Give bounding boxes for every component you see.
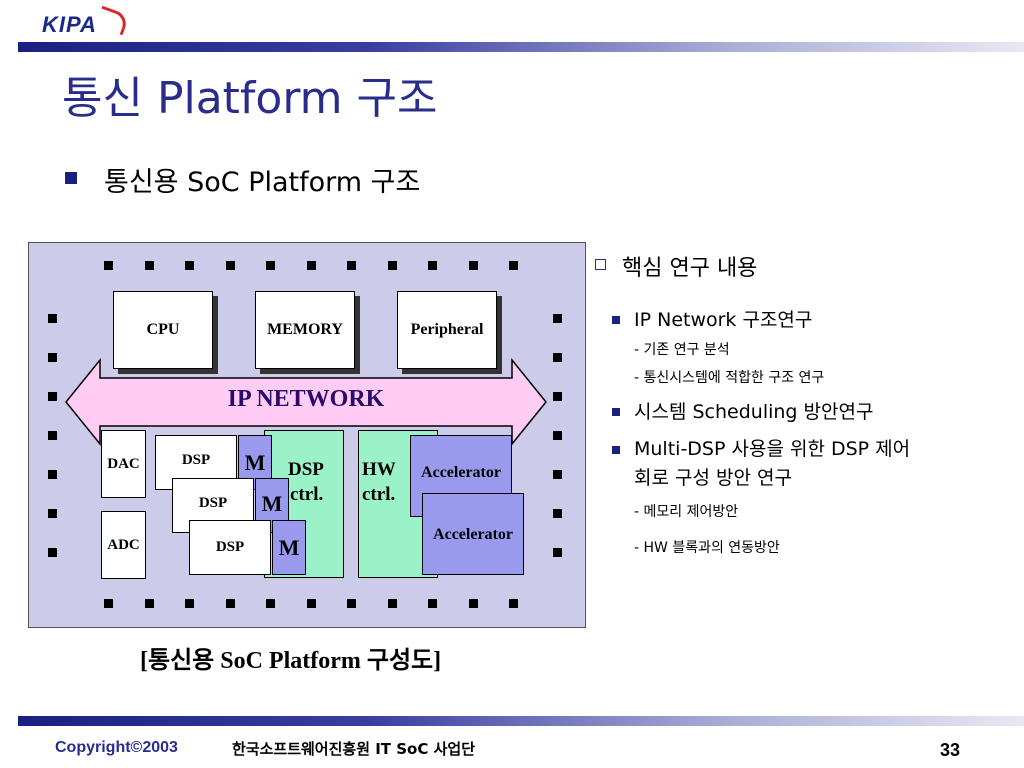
io-pad-bottom: [307, 599, 316, 608]
research-sub-3-1: - 메모리 제어방안: [634, 504, 739, 520]
research-sub-1-1: - 기존 연구 분석: [634, 342, 730, 358]
io-pad-bottom: [104, 599, 113, 608]
io-pad-top: [104, 261, 113, 270]
io-pad-top: [509, 261, 518, 270]
square-bullet-icon: [65, 172, 77, 184]
io-pad-top: [347, 261, 356, 270]
io-pad-bottom: [509, 599, 518, 608]
cpu-block: CPU: [113, 291, 213, 369]
dac-block: DAC: [101, 430, 146, 498]
square-bullet-icon: [612, 446, 620, 454]
research-item-3-line2: 회로 구성 방안 연구: [634, 467, 792, 489]
io-pad-top: [388, 261, 397, 270]
research-item-1: IP Network 구조연구: [634, 309, 813, 331]
io-pad-bottom: [388, 599, 397, 608]
io-pad-top: [469, 261, 478, 270]
diagram-caption: [통신용 SoC Platform 구성도]: [140, 648, 442, 674]
m-module-3: M: [272, 520, 306, 575]
io-pad-bottom: [347, 599, 356, 608]
research-sub-1-2: - 통신시스템에 적합한 구조 연구: [634, 370, 825, 386]
io-pad-right: [553, 353, 562, 362]
hw-ctrl-label-2: ctrl.: [362, 484, 396, 505]
io-pad-left: [48, 470, 57, 479]
io-pad-right: [553, 392, 562, 401]
research-sub-3-2: - HW 블록과의 연동방안: [634, 540, 780, 556]
io-pad-left: [48, 314, 57, 323]
io-pad-bottom: [469, 599, 478, 608]
io-pad-left: [48, 431, 57, 440]
footer-divider: [18, 716, 1024, 726]
peripheral-block: Peripheral: [397, 291, 497, 369]
io-pad-top: [226, 261, 235, 270]
accelerator-block-2: Accelerator: [422, 493, 524, 575]
io-pad-left: [48, 548, 57, 557]
square-bullet-icon: [612, 316, 620, 324]
copyright-text: Copyright©2003: [55, 739, 178, 756]
io-pad-top: [266, 261, 275, 270]
io-pad-right: [553, 470, 562, 479]
section-heading: 통신용 SoC Platform 구조: [104, 167, 421, 198]
header-divider: [18, 42, 1024, 52]
dsp-block-3: DSP: [189, 520, 271, 575]
memory-block: MEMORY: [255, 291, 355, 369]
io-pad-top: [145, 261, 154, 270]
io-pad-top: [185, 261, 194, 270]
io-pad-bottom: [185, 599, 194, 608]
io-pad-right: [553, 314, 562, 323]
research-heading: 핵심 연구 내용: [622, 256, 758, 281]
page-number: 33: [940, 740, 961, 760]
io-pad-top: [307, 261, 316, 270]
adc-block: ADC: [101, 511, 146, 579]
organization-name: 한국소프트웨어진흥원 IT SoC 사업단: [232, 740, 475, 758]
dsp-ctrl-label-1: DSP: [288, 459, 324, 480]
kipa-logo: KIPA: [42, 12, 97, 37]
io-pad-bottom: [428, 599, 437, 608]
research-item-3: Multi-DSP 사용을 위한 DSP 제어: [634, 438, 911, 460]
square-bullet-icon: [612, 408, 620, 416]
io-pad-top: [428, 261, 437, 270]
io-pad-left: [48, 353, 57, 362]
hollow-square-bullet-icon: [595, 259, 606, 270]
io-pad-bottom: [145, 599, 154, 608]
io-pad-left: [48, 509, 57, 518]
io-pad-left: [48, 392, 57, 401]
ip-network-label: IP NETWORK: [227, 386, 385, 412]
io-pad-right: [553, 509, 562, 518]
research-item-2: 시스템 Scheduling 방안연구: [634, 401, 874, 423]
io-pad-bottom: [266, 599, 275, 608]
io-pad-right: [553, 548, 562, 557]
hw-ctrl-label-1: HW: [362, 459, 396, 480]
dsp-ctrl-label-2: ctrl.: [290, 484, 324, 505]
io-pad-right: [553, 431, 562, 440]
io-pad-bottom: [226, 599, 235, 608]
page-title: 통신 Platform 구조: [62, 73, 438, 124]
